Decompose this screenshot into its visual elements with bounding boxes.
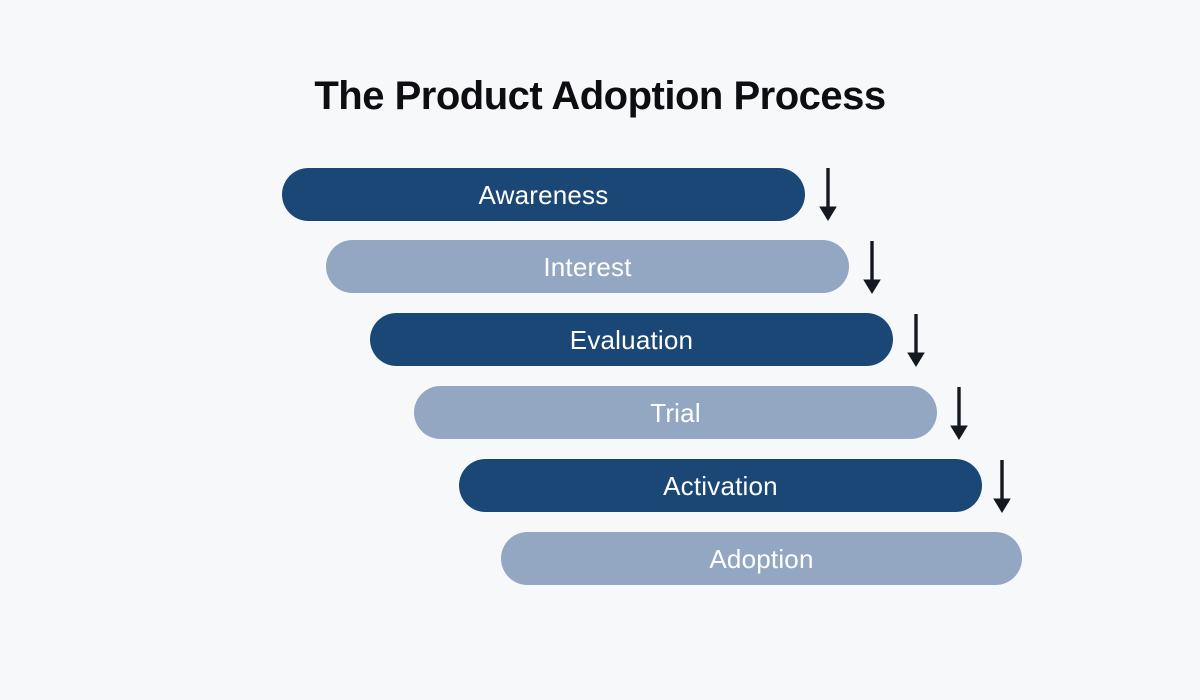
funnel-stage-evaluation[interactable]: Evaluation: [370, 313, 893, 366]
funnel-stage-trial[interactable]: Trial: [414, 386, 937, 439]
funnel-stage-interest[interactable]: Interest: [326, 240, 849, 293]
down-arrow-icon: [859, 239, 885, 295]
down-arrow-icon: [946, 385, 972, 441]
funnel-stage-label: Trial: [650, 397, 701, 428]
down-arrow-icon: [903, 312, 929, 368]
funnel-stage-label: Interest: [543, 251, 632, 282]
down-arrow-icon: [815, 166, 841, 222]
funnel-stage-label: Activation: [663, 470, 778, 501]
funnel-stage-label: Awareness: [478, 179, 609, 210]
funnel-stage-awareness[interactable]: Awareness: [282, 168, 805, 221]
funnel-stage-label: Evaluation: [569, 324, 694, 355]
page-title: The Product Adoption Process: [314, 74, 886, 118]
funnel-stage-adoption[interactable]: Adoption: [501, 532, 1022, 585]
down-arrow-icon: [989, 458, 1015, 514]
funnel-stage-label: Adoption: [709, 543, 814, 574]
funnel-stage-activation[interactable]: Activation: [459, 459, 982, 512]
